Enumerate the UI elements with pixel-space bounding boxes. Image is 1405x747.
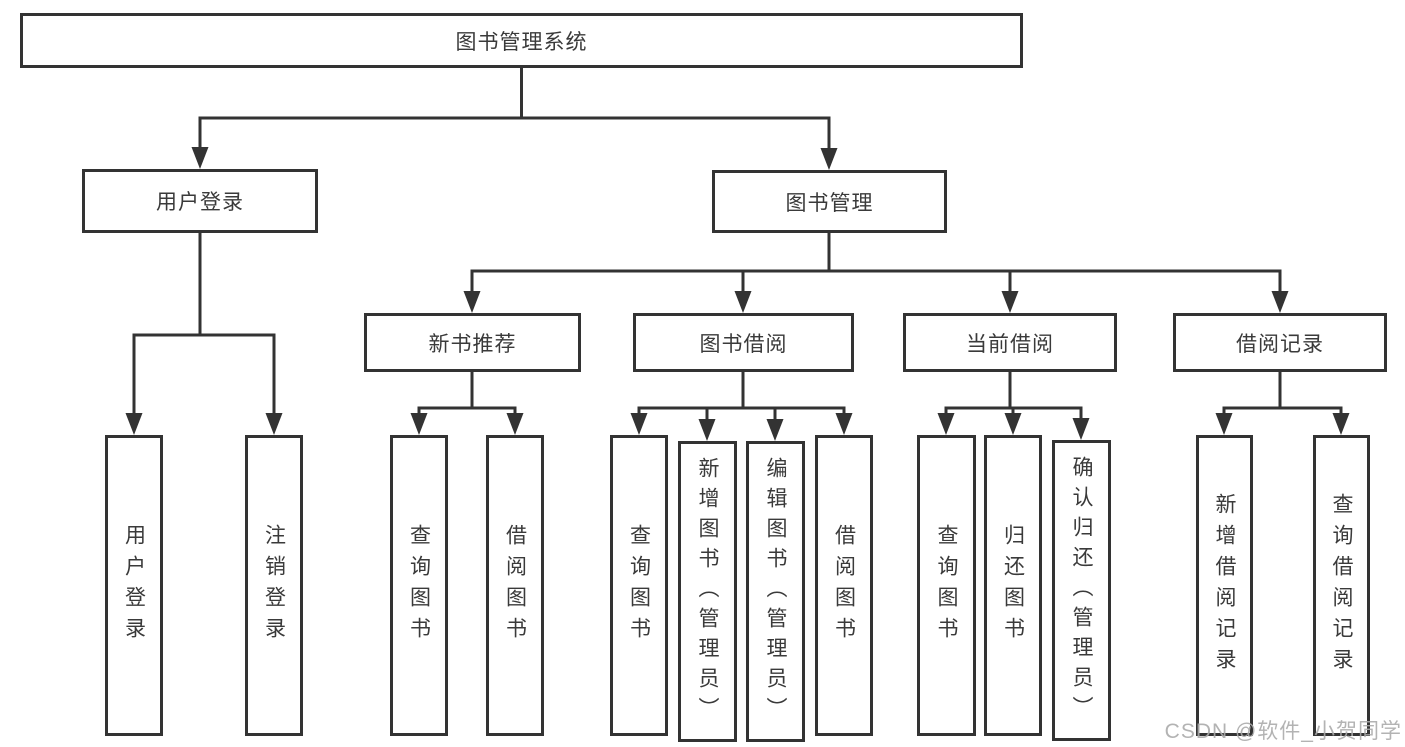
node-current-borrow-label: 当前借阅	[966, 332, 1054, 356]
leaf-borrow-borrow-books: 借阅图书	[815, 435, 873, 736]
arrowhead-bb-edit	[766, 419, 784, 441]
arrowhead-user-login	[191, 147, 209, 169]
leaf-logout: 注销登录	[245, 435, 303, 736]
leaf-borrow-query-books: 查询图书	[610, 435, 668, 736]
arrowhead-current	[1001, 291, 1019, 313]
level3-connectors	[463, 231, 1289, 313]
leaf-borrow-borrow-books-label: 借阅图书	[832, 523, 856, 648]
leaf-borrow-edit-books-label: 编辑图书（管理员）	[764, 456, 788, 727]
node-root-label: 图书管理系统	[455, 30, 588, 54]
arrowhead-bb-add	[698, 419, 716, 441]
arrowhead-br-query	[1332, 413, 1350, 435]
leaf-login-label: 用户登录	[122, 523, 146, 648]
level1-connectors	[191, 64, 838, 170]
node-borrow-records: 借阅记录	[1173, 313, 1387, 372]
node-book-management-label: 图书管理	[785, 191, 874, 215]
arrowhead-cb-query	[937, 413, 955, 435]
leaf-borrow-edit-books: 编辑图书（管理员）	[746, 441, 805, 742]
leaf-current-confirm-return: 确认归还（管理员）	[1052, 440, 1111, 741]
node-new-book-recommend: 新书推荐	[364, 313, 581, 372]
leaf-borrow-query-books-label: 查询图书	[627, 523, 651, 648]
arrowhead-login	[125, 413, 143, 435]
records-leaf-connectors	[1215, 370, 1350, 435]
leaf-recommend-borrow-books-label: 借阅图书	[503, 523, 527, 648]
node-new-book-recommend-label: 新书推荐	[428, 332, 517, 356]
leaf-recommend-query-books: 查询图书	[390, 435, 448, 736]
leaf-records-query-record-label: 查询借阅记录	[1330, 492, 1354, 679]
arrowhead-bb-query	[630, 413, 648, 435]
node-borrow-records-label: 借阅记录	[1236, 332, 1324, 356]
node-book-borrow-label: 图书借阅	[699, 332, 788, 356]
leaf-current-return-books: 归还图书	[984, 435, 1042, 736]
recommend-leaf-connectors	[410, 370, 524, 435]
leaf-current-query-books: 查询图书	[917, 435, 976, 736]
arrowhead-br-add	[1215, 413, 1233, 435]
login-group-connectors	[125, 231, 283, 435]
leaf-login: 用户登录	[105, 435, 163, 736]
current-leaf-connectors	[937, 370, 1090, 440]
arrowhead-cb-confirm	[1072, 418, 1090, 440]
node-book-management: 图书管理	[712, 170, 947, 233]
arrowhead-recommend	[463, 291, 481, 313]
leaf-borrow-add-books-label: 新增图书（管理员）	[696, 456, 720, 727]
node-user-login: 用户登录	[82, 169, 318, 233]
arrowhead-borrow	[734, 291, 752, 313]
arrowhead-bb-borrow	[835, 413, 853, 435]
leaf-recommend-borrow-books: 借阅图书	[486, 435, 544, 736]
leaf-records-add-record: 新增借阅记录	[1196, 435, 1253, 736]
leaf-current-query-books-label: 查询图书	[935, 523, 959, 648]
arrowhead-rec-query	[410, 413, 428, 435]
leaf-logout-label: 注销登录	[262, 523, 286, 648]
borrow-leaf-connectors	[630, 370, 853, 441]
arrowhead-rec-borrow	[506, 413, 524, 435]
node-root: 图书管理系统	[20, 13, 1023, 68]
leaf-current-confirm-return-label: 确认归还（管理员）	[1070, 455, 1094, 726]
leaf-current-return-books-label: 归还图书	[1001, 523, 1025, 648]
node-book-borrow: 图书借阅	[633, 313, 854, 372]
csdn-watermark: CSDN @软件_小贺同学	[1164, 720, 1402, 743]
leaf-borrow-add-books: 新增图书（管理员）	[678, 441, 737, 742]
arrowhead-logout	[265, 413, 283, 435]
arrowhead-cb-return	[1004, 413, 1022, 435]
node-user-login-label: 用户登录	[156, 191, 244, 214]
leaf-records-add-record-label: 新增借阅记录	[1213, 492, 1237, 679]
node-current-borrow: 当前借阅	[903, 313, 1117, 372]
arrowhead-book-management	[820, 148, 838, 170]
leaf-records-query-record: 查询借阅记录	[1313, 435, 1370, 736]
leaf-recommend-query-books-label: 查询图书	[407, 523, 431, 648]
arrowhead-records	[1271, 291, 1289, 313]
